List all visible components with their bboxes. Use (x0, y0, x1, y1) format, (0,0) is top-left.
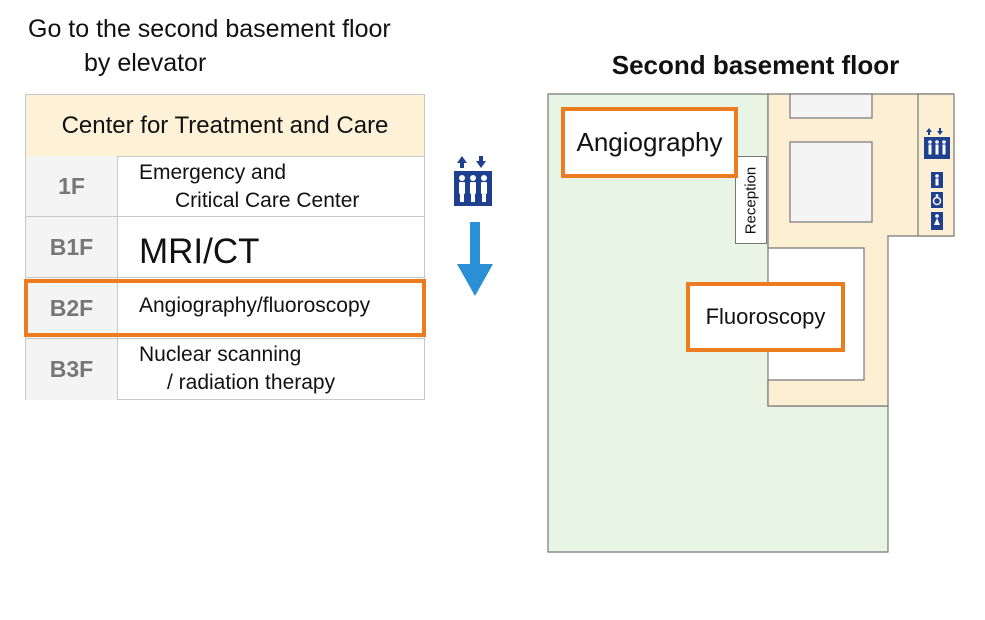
instruction-line-2: by elevator (84, 49, 207, 77)
floor-description-line-1: MRI/CT (139, 232, 260, 271)
directory-row-b3f: B3F Nuclear scanning / radiation therapy (26, 339, 424, 400)
floor-label: B2F (26, 278, 118, 338)
floor-description-line-2: Critical Care Center (175, 189, 360, 212)
arrow-down-icon (457, 222, 493, 296)
floor-label: B3F (26, 339, 118, 400)
accessible-restroom-icon (931, 192, 943, 208)
female-restroom-icon (931, 212, 943, 230)
reception-desk: Reception (735, 156, 767, 244)
floor-description-line-1: Nuclear scanning (139, 343, 302, 366)
reception-label: Reception (742, 166, 760, 234)
floor-label: 1F (26, 156, 118, 216)
floor-description-line-1: Angiography/fluoroscopy (139, 294, 371, 317)
elevator-icon (454, 156, 492, 206)
directory-row-1f: 1F Emergency and Critical Care Center (26, 156, 424, 217)
top-room (789, 93, 873, 119)
map-elevator-icon (924, 128, 950, 159)
angiography-room-label: Angiography (561, 107, 738, 178)
fluoroscopy-room-label: Fluoroscopy (686, 282, 845, 352)
directory-row-b1f: B1F MRI/CT (26, 217, 424, 278)
angiography-text: Angiography (576, 127, 723, 157)
floor-description-line-1: Emergency and (139, 161, 287, 184)
b2f-highlight (24, 279, 426, 337)
floor-directory: Center for Treatment and Care 1F Emergen… (25, 94, 425, 400)
center-room (789, 141, 873, 223)
male-restroom-icon (931, 172, 943, 188)
floor-description-line-2: / radiation therapy (167, 371, 336, 394)
directory-row-b2f: B2F Angiography/fluoroscopy (26, 278, 424, 339)
instruction-line-1: Go to the second basement floor (28, 15, 391, 43)
map-title: Second basement floor (611, 50, 900, 80)
instruction-text: Go to the second basement floor by eleva… (28, 12, 391, 80)
floor-label: B1F (26, 217, 118, 277)
directory-heading: Center for Treatment and Care (26, 95, 424, 157)
fluoroscopy-text: Fluoroscopy (705, 304, 826, 329)
